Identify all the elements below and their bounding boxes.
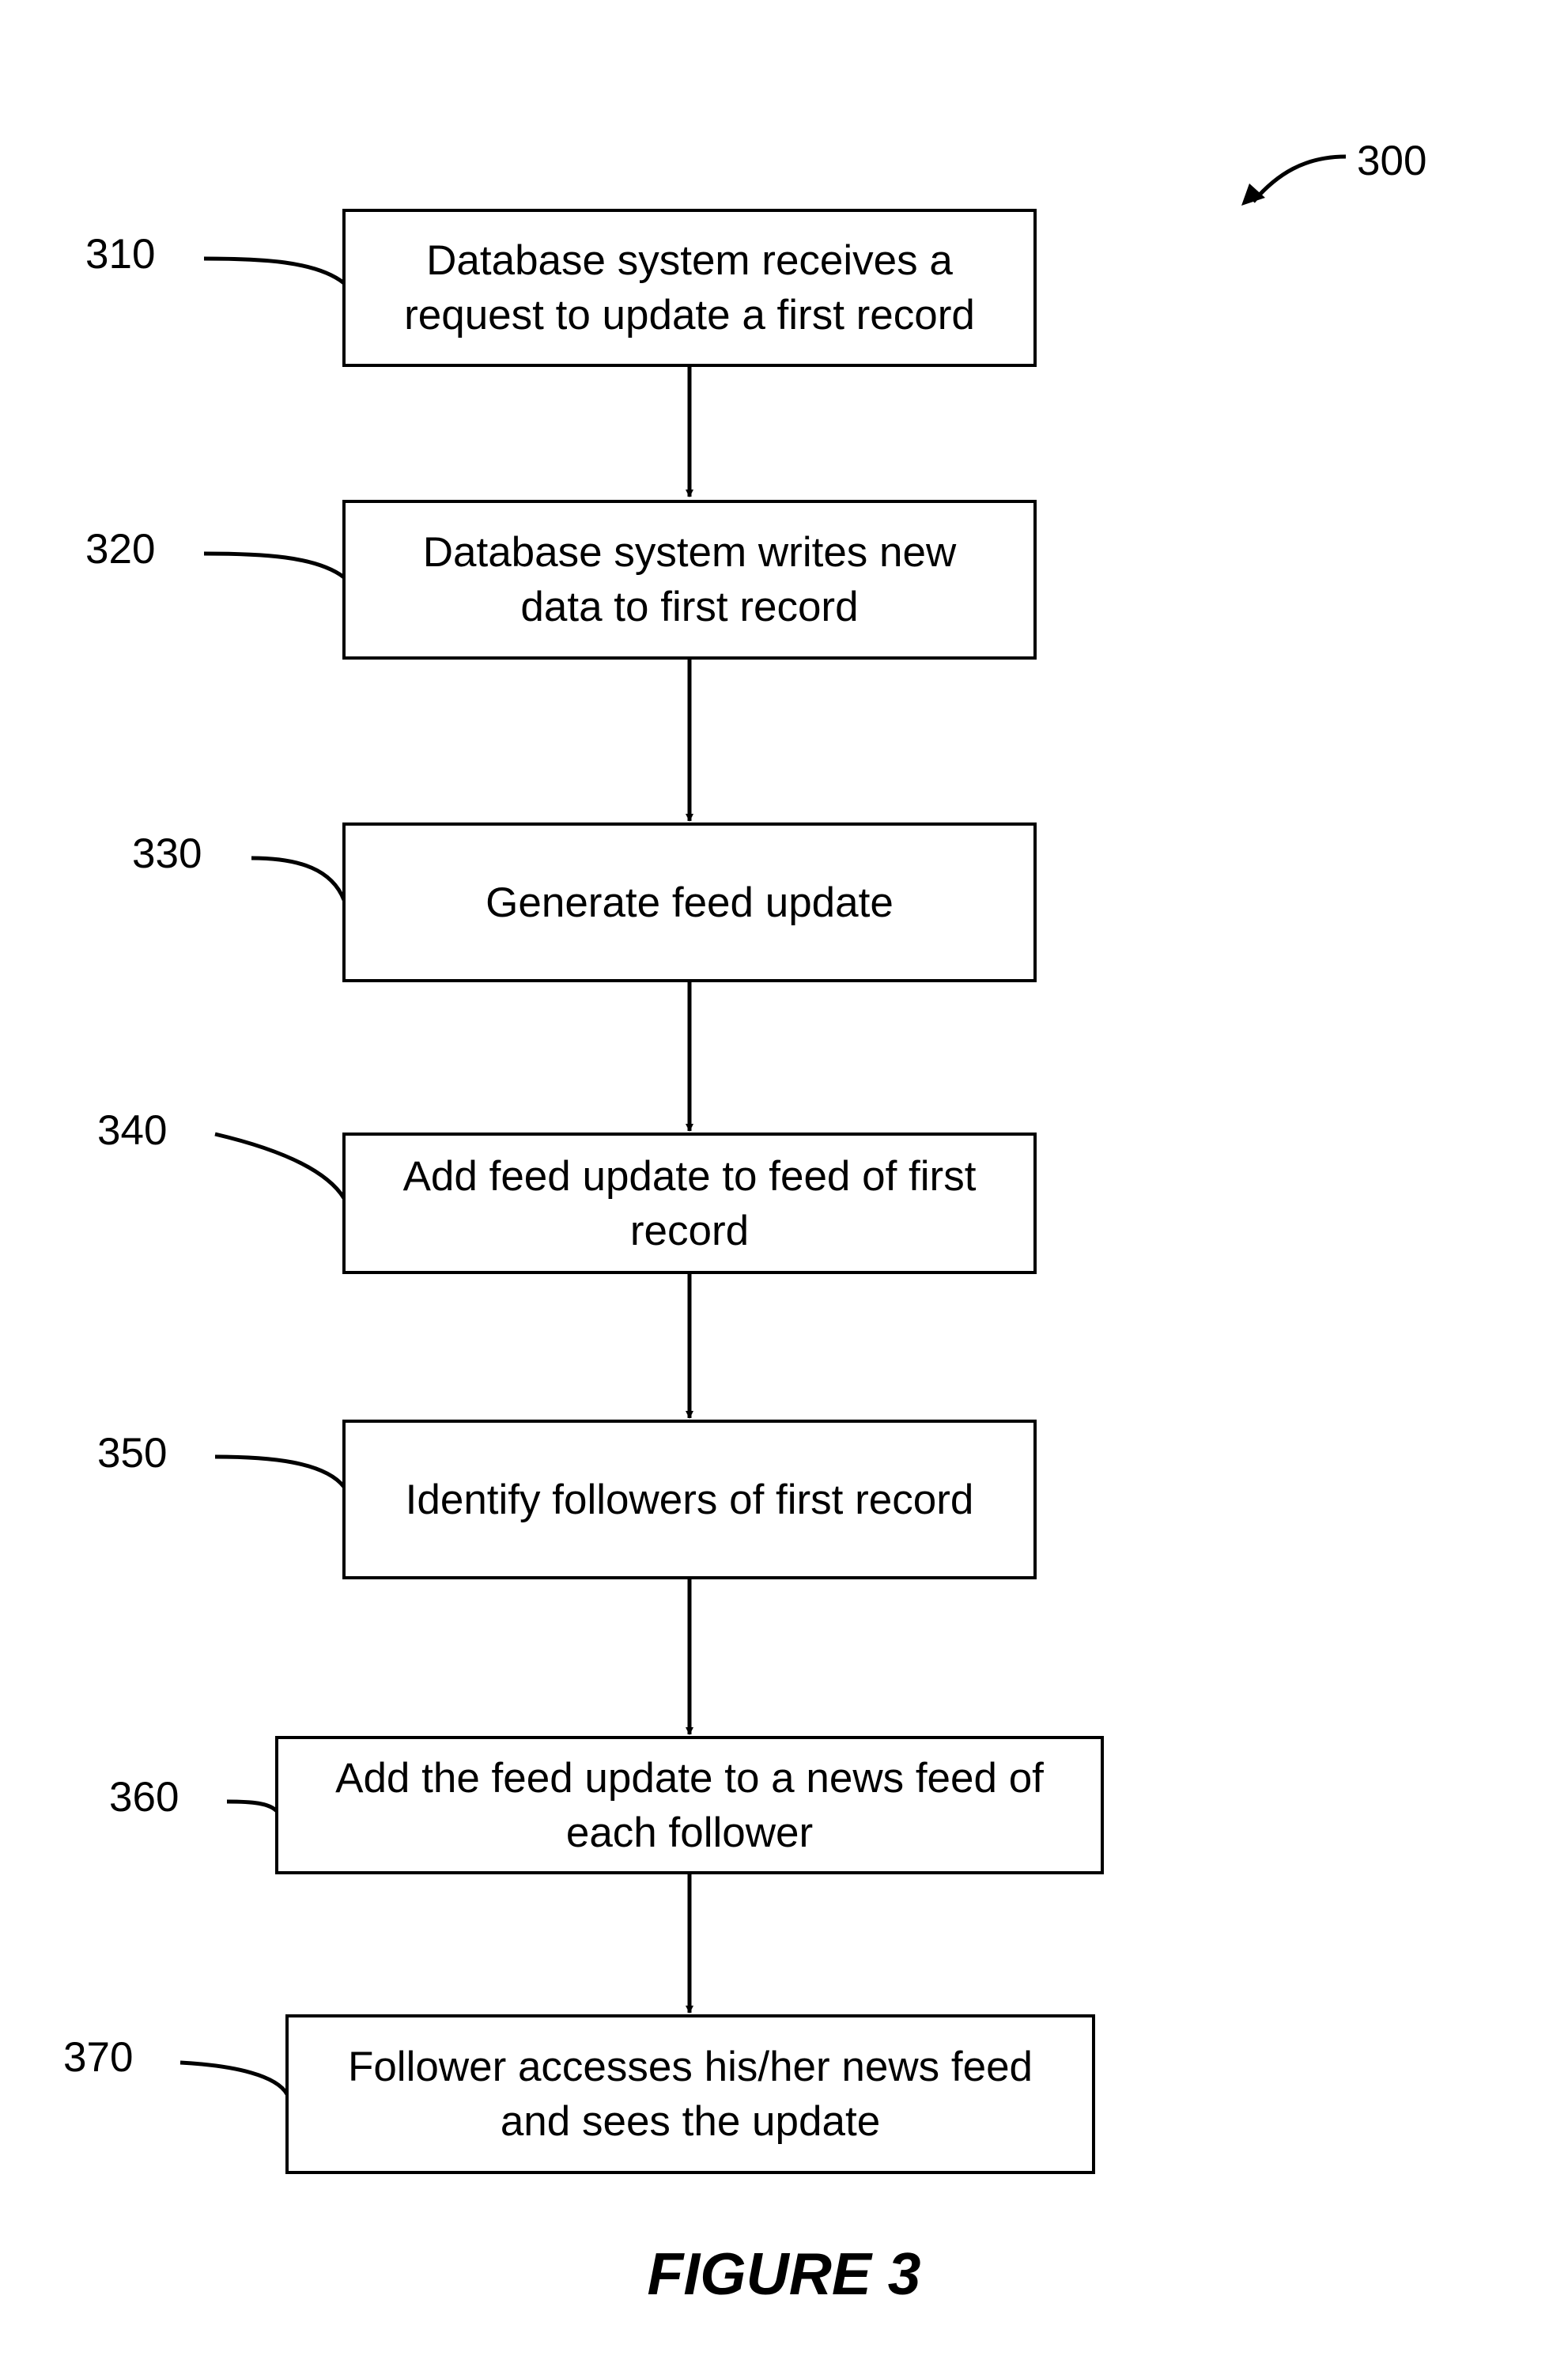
process-box-320: Database system writes new data to first…	[342, 500, 1037, 660]
figure-ref-arrow	[1253, 157, 1346, 202]
leader-line-350	[215, 1457, 344, 1487]
step-ref-number: 340	[97, 1107, 167, 1155]
process-box-360: Add the feed update to a news feed of ea…	[275, 1736, 1104, 1874]
leader-line-370	[180, 2063, 287, 2094]
process-box-370: Follower accesses his/her news feed and …	[285, 2014, 1095, 2174]
process-box-text: Add feed update to feed of first record	[365, 1149, 1014, 1258]
figure-ref-number: 300	[1357, 138, 1426, 185]
leader-line-310	[204, 259, 344, 283]
process-box-340: Add feed update to feed of first record	[342, 1133, 1037, 1274]
process-box-text: Generate feed update	[373, 875, 1006, 930]
figure-ref-arrowhead	[1241, 183, 1265, 206]
step-ref-number: 370	[63, 2034, 133, 2082]
process-box-310: Database system receives a request to up…	[342, 209, 1037, 367]
step-ref-number: 330	[132, 830, 202, 878]
process-box-330: Generate feed update	[342, 822, 1037, 982]
process-box-350: Identify followers of first record	[342, 1420, 1037, 1579]
step-ref-number: 350	[97, 1430, 167, 1477]
step-ref-number: 310	[85, 231, 155, 278]
leader-line-340	[215, 1134, 344, 1198]
process-box-text: Follower accesses his/her news feed and …	[311, 2040, 1070, 2149]
step-ref-number: 360	[109, 1774, 179, 1821]
process-box-text: Database system writes new data to first…	[389, 525, 990, 634]
figure-caption: FIGURE 3	[0, 2238, 1568, 2309]
leader-line-360	[227, 1802, 277, 1811]
process-box-text: Add the feed update to a news feed of ea…	[294, 1751, 1085, 1860]
step-ref-number: 320	[85, 526, 155, 573]
leader-line-330	[251, 858, 344, 900]
process-box-text: Database system receives a request to up…	[373, 233, 1006, 342]
leader-line-320	[204, 554, 344, 577]
process-box-text: Identify followers of first record	[357, 1473, 1022, 1527]
